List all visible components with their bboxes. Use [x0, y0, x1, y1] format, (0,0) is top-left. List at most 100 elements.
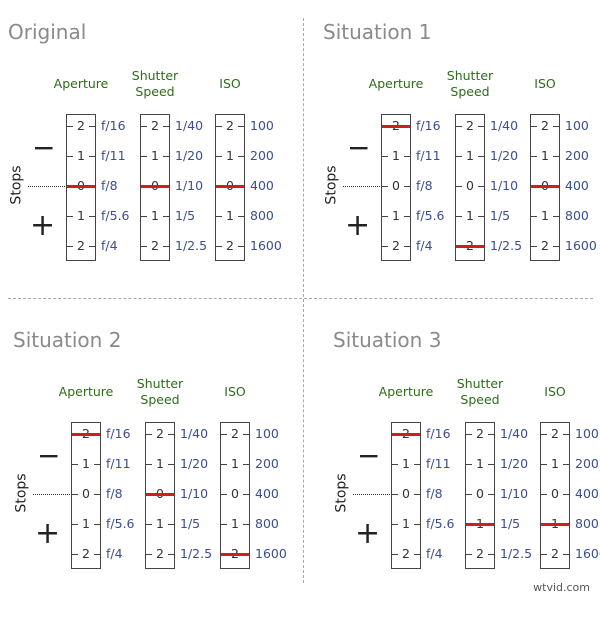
column-header-aperture: Aperture [378, 384, 434, 399]
shutter-value-label: 1/5 [175, 208, 196, 223]
aperture-value-label: f/4 [426, 546, 443, 561]
iso-value-label: 200 [250, 148, 274, 163]
tick-right [94, 554, 100, 555]
tick-left [531, 126, 537, 127]
stop-number: 0 [400, 487, 412, 501]
minus-sign: − [357, 439, 381, 472]
stop-number: 2 [539, 119, 551, 133]
tick-right [553, 126, 559, 127]
stop-number: 1 [464, 149, 476, 163]
tick-right [414, 554, 420, 555]
stop-number: 2 [549, 547, 561, 561]
tick-right [238, 246, 244, 247]
quadrant-4: Situation 3−+StopsAperture2f/161f/110f/8… [333, 328, 600, 618]
plus-sign: + [30, 208, 56, 243]
current-setting-marker [382, 125, 410, 128]
column-header-shutter: Shutter Speed [446, 68, 494, 99]
shutter-value-label: 1/5 [490, 208, 511, 223]
column-header-shutter: Shutter Speed [131, 68, 179, 99]
tick-left [466, 434, 472, 435]
stop-number: 1 [539, 209, 551, 223]
current-setting-marker [216, 185, 244, 188]
aperture-value-label: f/16 [106, 426, 131, 441]
shutter-value-label: 1/40 [490, 118, 519, 133]
tick-right [404, 156, 410, 157]
shutter-value-label: 1/2.5 [500, 546, 533, 561]
current-setting-marker [541, 523, 569, 526]
column-header-iso: ISO [219, 76, 241, 91]
stop-number: 2 [154, 427, 166, 441]
stop-number: 2 [229, 427, 241, 441]
aperture-value-label: f/11 [101, 148, 126, 163]
zero-stop-line [33, 494, 70, 495]
tick-left [67, 246, 73, 247]
column-header-iso: ISO [534, 76, 556, 91]
tick-right [243, 464, 249, 465]
aperture-value-label: f/11 [106, 456, 131, 471]
shutter-value-label: 1/10 [490, 178, 519, 193]
tick-left [382, 156, 388, 157]
shutter-value-label: 1/40 [500, 426, 529, 441]
aperture-value-label: f/16 [426, 426, 451, 441]
stop-number: 1 [149, 209, 161, 223]
current-setting-marker [392, 433, 420, 436]
stops-axis-label: Stops [13, 473, 30, 513]
zero-stop-line [28, 186, 65, 187]
stop-number: 1 [464, 209, 476, 223]
tick-right [414, 524, 420, 525]
tick-right [243, 524, 249, 525]
tick-left [392, 524, 398, 525]
current-setting-marker [531, 185, 559, 188]
quadrant-title: Situation 1 [323, 20, 432, 44]
tick-left [541, 434, 547, 435]
aperture-value-label: f/11 [426, 456, 451, 471]
tick-right [89, 246, 95, 247]
tick-left [221, 524, 227, 525]
stop-number: 0 [80, 487, 92, 501]
tick-left [456, 186, 462, 187]
tick-left [531, 216, 537, 217]
stop-number: 1 [154, 457, 166, 471]
minus-sign: − [37, 439, 61, 472]
tick-left [382, 216, 388, 217]
tick-right [238, 126, 244, 127]
stop-number: 0 [390, 179, 402, 193]
aperture-value-label: f/16 [416, 118, 441, 133]
iso-value-label: 100 [255, 426, 279, 441]
tick-left [456, 126, 462, 127]
tick-left [67, 126, 73, 127]
tick-right [163, 246, 169, 247]
zero-stop-line [353, 494, 390, 495]
iso-value-label: 800 [565, 208, 589, 223]
column-header-shutter: Shutter Speed [136, 376, 184, 407]
tick-left [146, 434, 152, 435]
iso-value-label: 200 [575, 456, 599, 471]
tick-right [478, 126, 484, 127]
aperture-value-label: f/4 [101, 238, 118, 253]
tick-right [563, 494, 569, 495]
stop-number: 2 [154, 547, 166, 561]
iso-value-label: 400 [255, 486, 279, 501]
stop-number: 1 [474, 457, 486, 471]
tick-left [72, 554, 78, 555]
shutter-value-label: 1/40 [180, 426, 209, 441]
stop-number: 2 [149, 119, 161, 133]
tick-left [392, 494, 398, 495]
iso-value-label: 1600 [565, 238, 597, 253]
watermark: wtvid.com [533, 581, 590, 594]
tick-right [163, 156, 169, 157]
tick-right [243, 494, 249, 495]
tick-right [89, 216, 95, 217]
tick-right [168, 434, 174, 435]
shutter-value-label: 1/10 [175, 178, 204, 193]
stop-number: 2 [539, 239, 551, 253]
tick-left [67, 156, 73, 157]
tick-left [141, 156, 147, 157]
stop-number: 1 [229, 457, 241, 471]
stop-number: 1 [80, 457, 92, 471]
stop-number: 2 [224, 119, 236, 133]
aperture-value-label: f/11 [416, 148, 441, 163]
stop-number: 2 [149, 239, 161, 253]
stop-number: 1 [549, 457, 561, 471]
tick-left [466, 494, 472, 495]
